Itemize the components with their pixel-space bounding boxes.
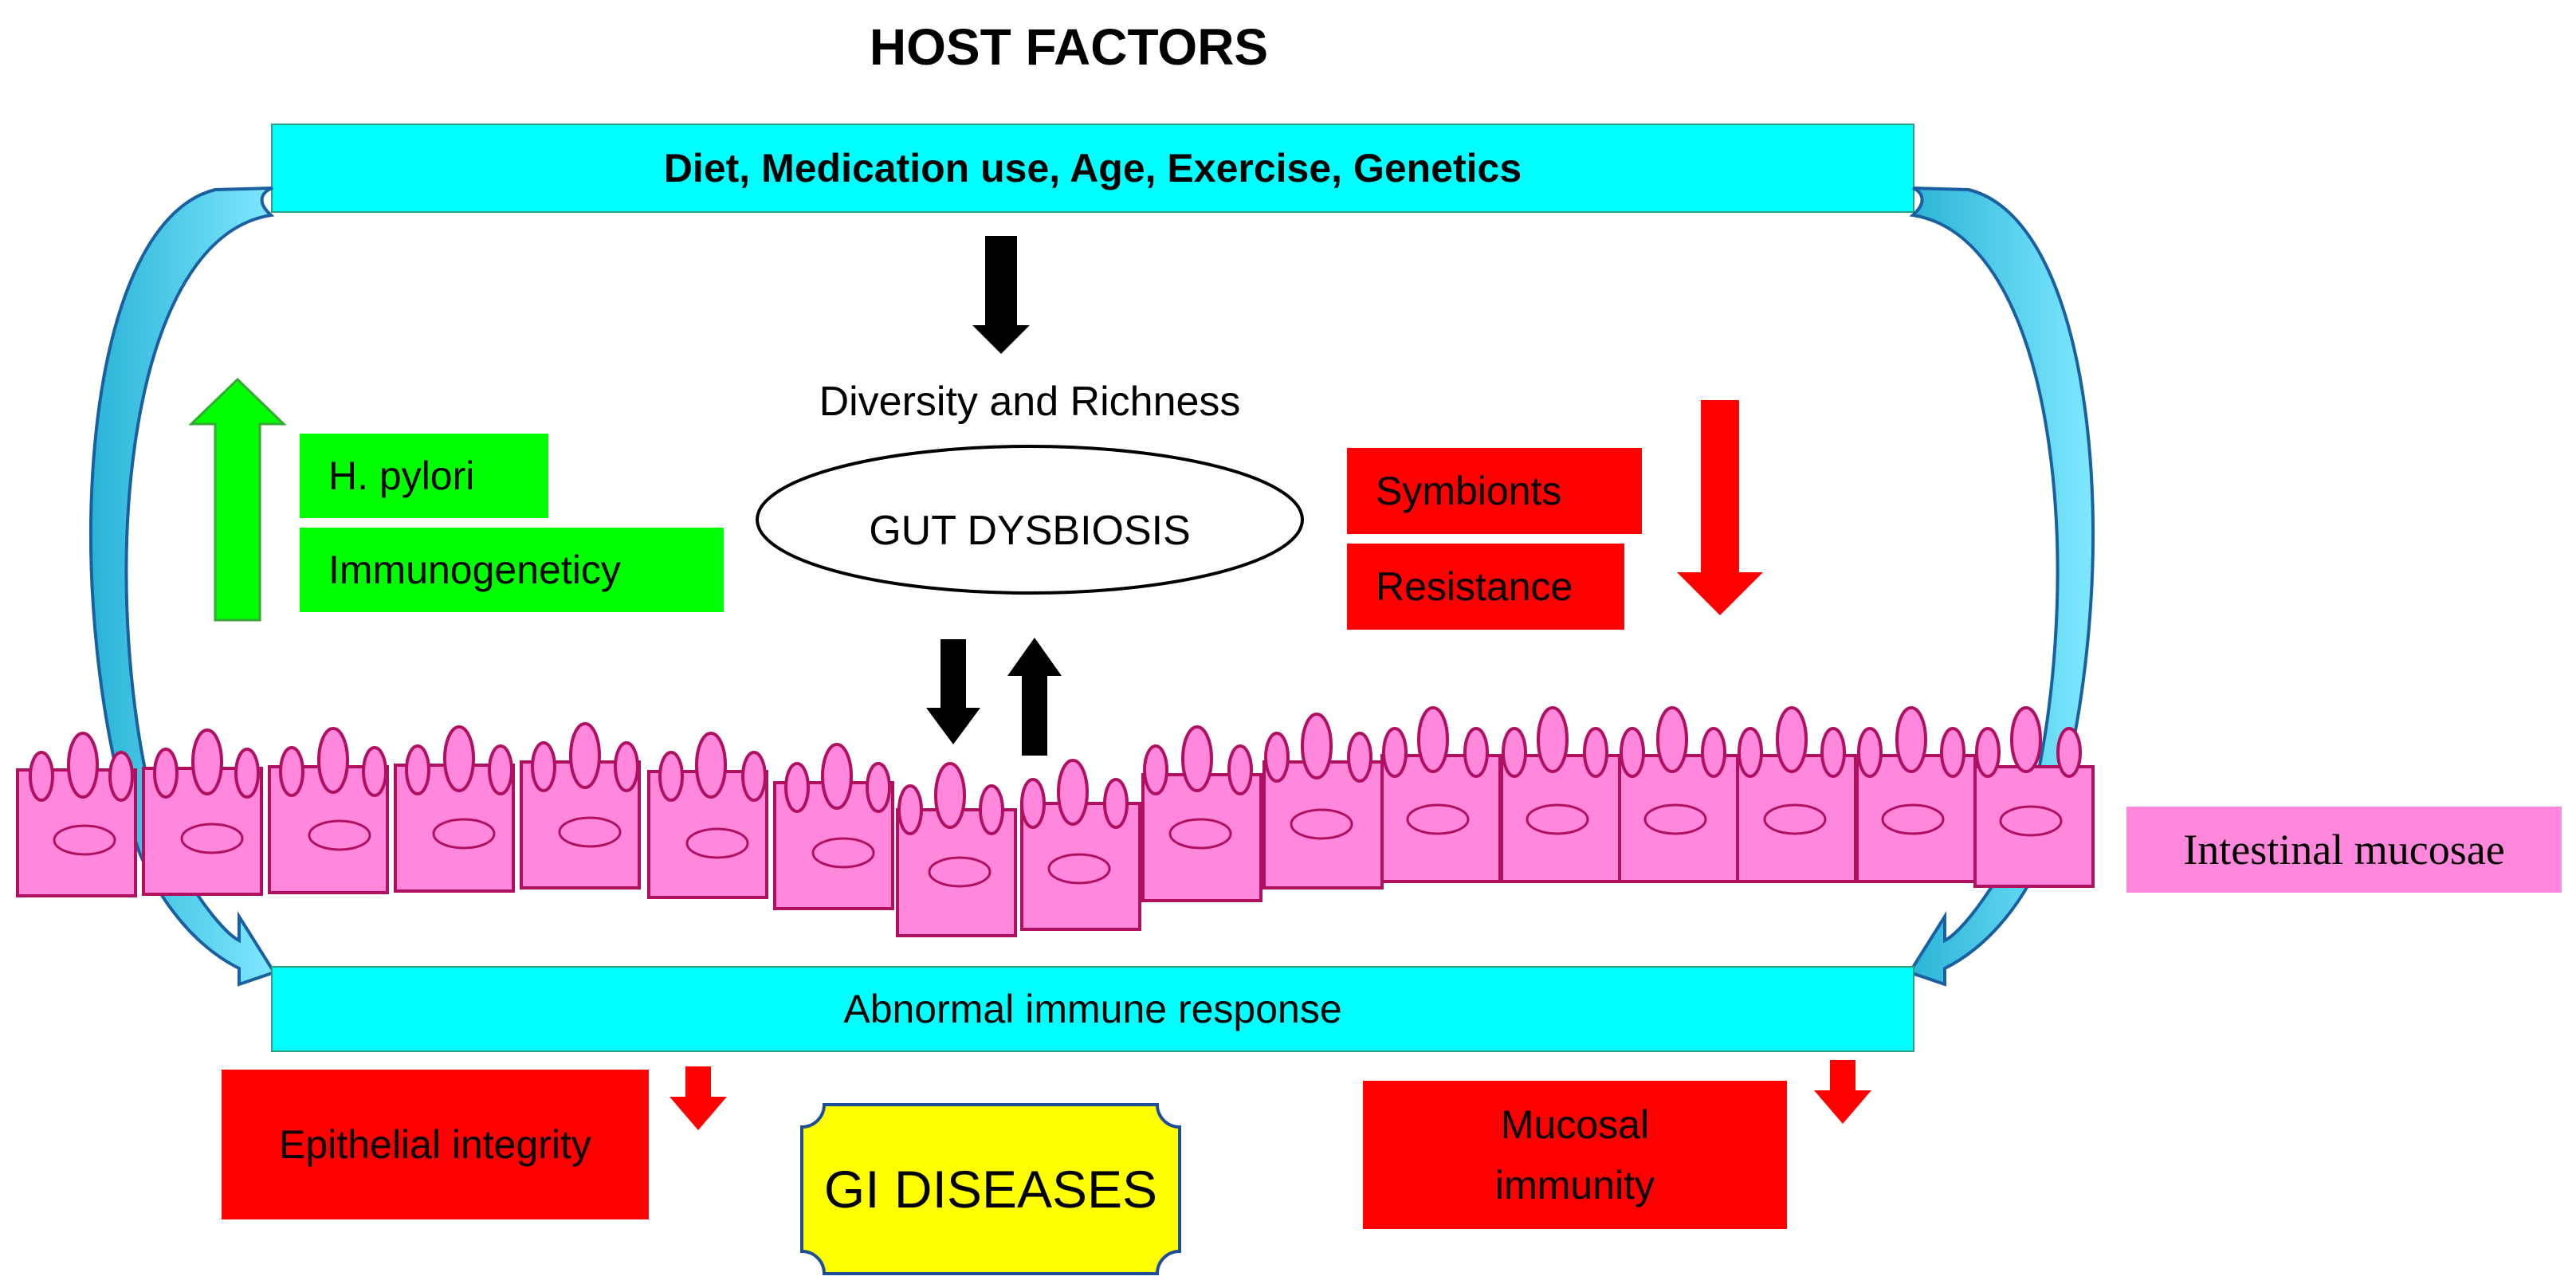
mucosa-cell [647, 732, 768, 899]
mucosal-immunity-box: Mucosal immunity [1363, 1081, 1787, 1229]
diversity-caption: Diversity and Richness [819, 379, 1241, 425]
gi-diseases-label: GI DISEASES [823, 1160, 1158, 1219]
gut-dysbiosis-ellipse [756, 445, 1304, 595]
gut-dysbiosis-label: GUT DYSBIOSIS [869, 508, 1191, 554]
host-factors-bar: Diet, Medication use, Age, Exercise, Gen… [271, 124, 1914, 213]
mucosa-cell [1262, 713, 1384, 889]
intestinal-mucosae-label: Intestinal mucosae [2126, 807, 2562, 893]
mucosa-cell [394, 725, 515, 893]
mucosa-cell [1973, 706, 2095, 888]
decreased-item-symbionts: Symbionts [1347, 448, 1642, 534]
mucosa-cell [520, 722, 641, 889]
mucosa-cell [1855, 706, 1977, 883]
decreased-item-resistance: Resistance [1347, 544, 1624, 630]
arrow-up-dysbiosis-icon [1007, 638, 1062, 756]
arrow-down-mucosal-icon [1814, 1060, 1871, 1124]
gi-diseases-plaque [800, 1103, 1181, 1275]
diagram-title: HOST FACTORS [869, 18, 1269, 76]
intestinal-mucosa [16, 706, 2095, 937]
mucosa-cell [1500, 706, 1621, 883]
arrow-down-mucosa-icon [926, 639, 980, 744]
mucosa-cell [773, 743, 894, 910]
immune-response-bar: Abnormal immune response [271, 966, 1914, 1052]
mucosa-cell [142, 728, 263, 896]
epithelial-integrity-box: Epithelial integrity [222, 1070, 649, 1219]
arrow-down-red-icon [1677, 400, 1763, 615]
mucosa-cell [1020, 759, 1141, 931]
mucosa-cell [1380, 706, 1502, 883]
mucosa-cell [896, 762, 1017, 937]
arrow-down-epithelial-icon [670, 1066, 727, 1130]
mucosa-cell [1618, 706, 1739, 883]
increased-item-h-pylori: H. pylori [300, 434, 548, 518]
mucosa-cell [1141, 725, 1262, 902]
arrow-up-green-icon [188, 377, 287, 622]
mucosa-cell [268, 727, 389, 894]
mucosa-cell [16, 732, 137, 897]
increased-item-immunogeneticy: Immunogeneticy [300, 528, 724, 612]
mucosa-cell [1736, 706, 1857, 883]
arrow-down-host-icon [972, 236, 1030, 354]
